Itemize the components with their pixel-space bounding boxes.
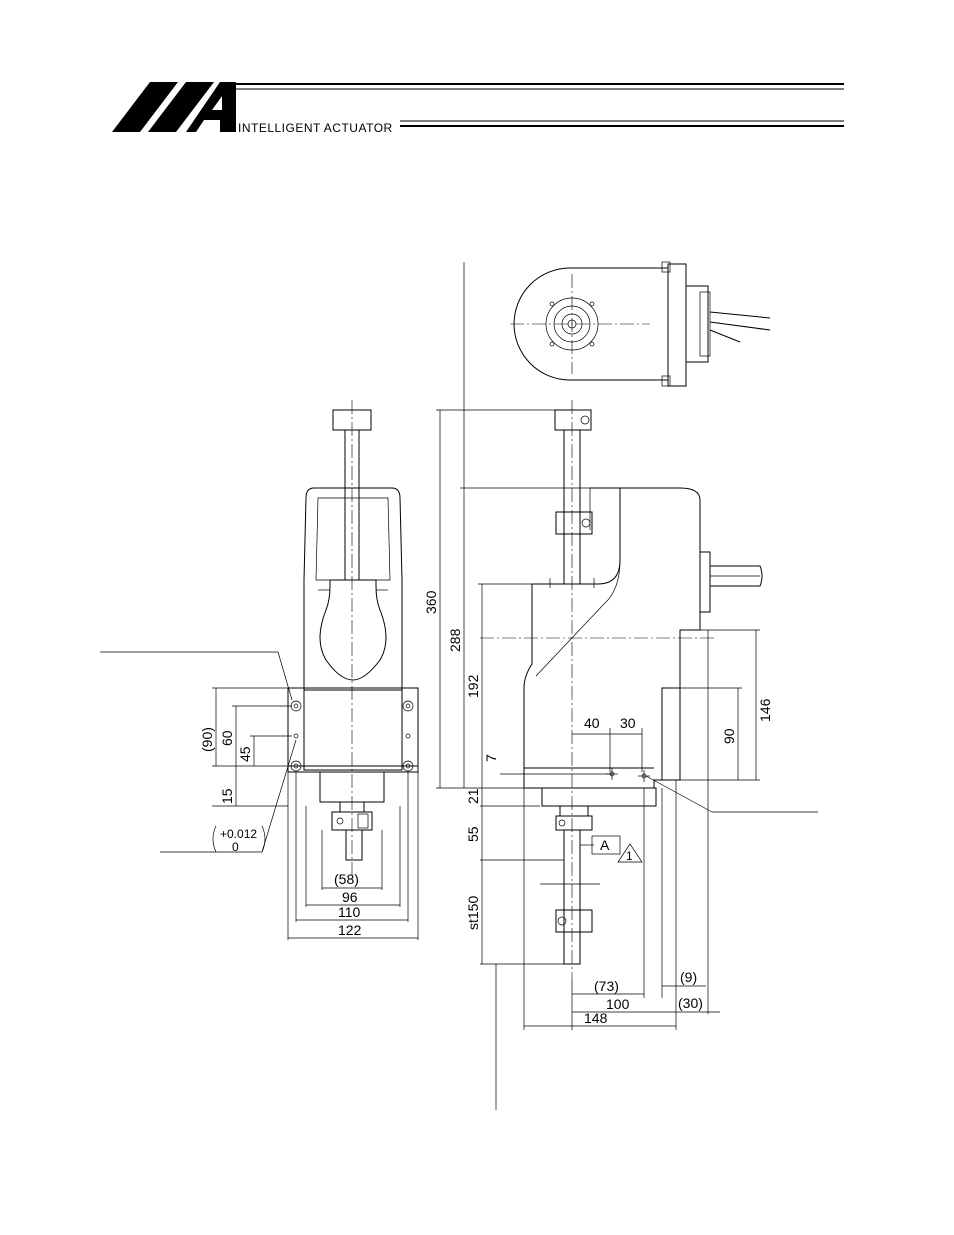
- brand-tagline: INTELLIGENT ACTUATOR: [238, 121, 393, 135]
- dim-90-paren: (90): [199, 727, 215, 752]
- dim-7: 7: [483, 754, 499, 762]
- dim-9: (9): [680, 969, 697, 985]
- side-view: [436, 262, 818, 1110]
- dim-148: 148: [584, 1010, 608, 1026]
- dim-30: 30: [620, 715, 636, 731]
- dim-288: 288: [447, 628, 463, 652]
- dim-122: 122: [338, 922, 362, 938]
- tolerance-upper: +0.012: [220, 827, 257, 841]
- dim-100: 100: [606, 996, 630, 1012]
- header-rules: [236, 84, 844, 126]
- dim-360: 360: [423, 590, 439, 614]
- dim-90: 90: [721, 728, 737, 744]
- dim-45: 45: [237, 746, 253, 762]
- dim-73: (73): [594, 978, 619, 994]
- datum-a: A: [600, 837, 610, 853]
- ia-logo: [112, 82, 236, 132]
- top-view: [510, 262, 770, 386]
- front-view: [100, 400, 418, 940]
- dim-110: 110: [338, 904, 361, 920]
- dim-40: 40: [584, 715, 600, 731]
- dim-146: 146: [757, 698, 773, 722]
- dim-15: 15: [219, 788, 235, 804]
- tolerance-lower: 0: [232, 840, 239, 854]
- note-1: 1: [626, 849, 633, 863]
- dim-60: 60: [219, 730, 235, 746]
- dim-55: 55: [465, 826, 481, 842]
- dim-st150: st150: [465, 896, 481, 930]
- dim-96: 96: [342, 889, 358, 905]
- dim-30-paren: (30): [678, 995, 703, 1011]
- dim-192: 192: [465, 674, 481, 698]
- dim-21: 21: [465, 788, 481, 804]
- dim-58: (58): [334, 871, 359, 887]
